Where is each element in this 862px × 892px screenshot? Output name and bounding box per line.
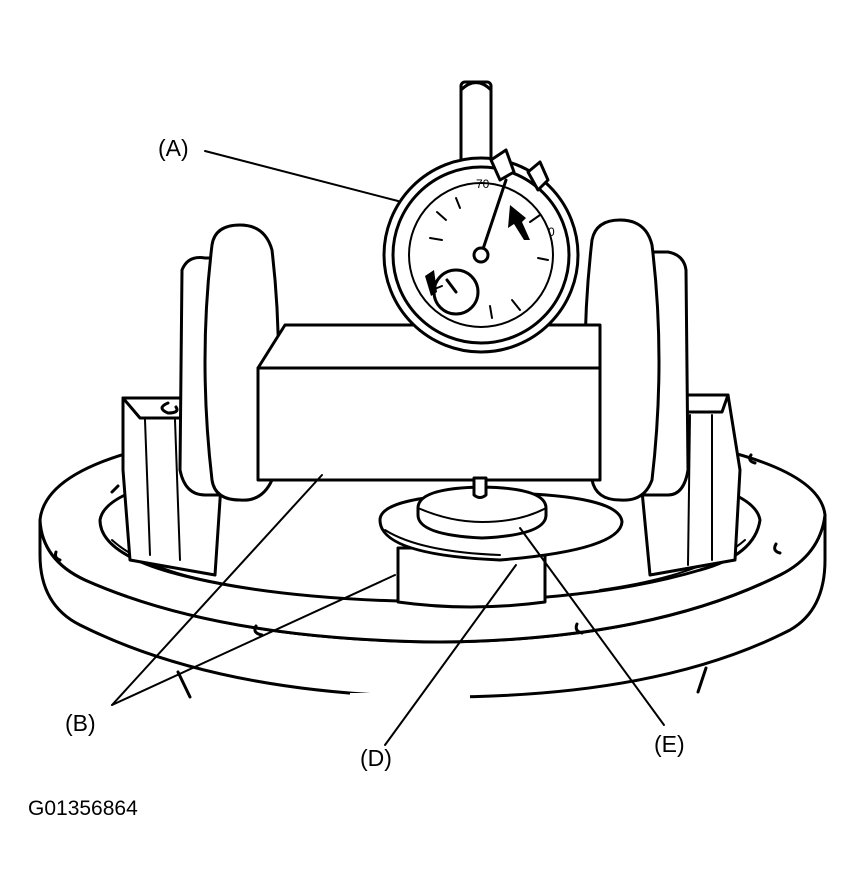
leader-e: [519, 527, 665, 726]
right-end-disc: [583, 218, 690, 502]
leader-a: [204, 150, 399, 202]
leader-d: [384, 564, 517, 746]
callout-e-label: (E): [654, 731, 685, 757]
leader-b-lower: [111, 574, 396, 706]
leader-lines: [111, 150, 665, 746]
callout-a-label: (A): [158, 135, 189, 161]
callout-b-label: (B): [65, 710, 96, 736]
pedestal: [378, 476, 624, 609]
center-block: [256, 323, 602, 482]
leader-b-upper: [111, 474, 323, 706]
dial-indicator: 70 0: [382, 148, 580, 354]
callout-d-label: (D): [360, 745, 392, 771]
figure-id: G01356864: [28, 797, 138, 820]
dial-mark-top: 70: [476, 177, 490, 191]
dial-mark-right: 0: [548, 225, 555, 239]
